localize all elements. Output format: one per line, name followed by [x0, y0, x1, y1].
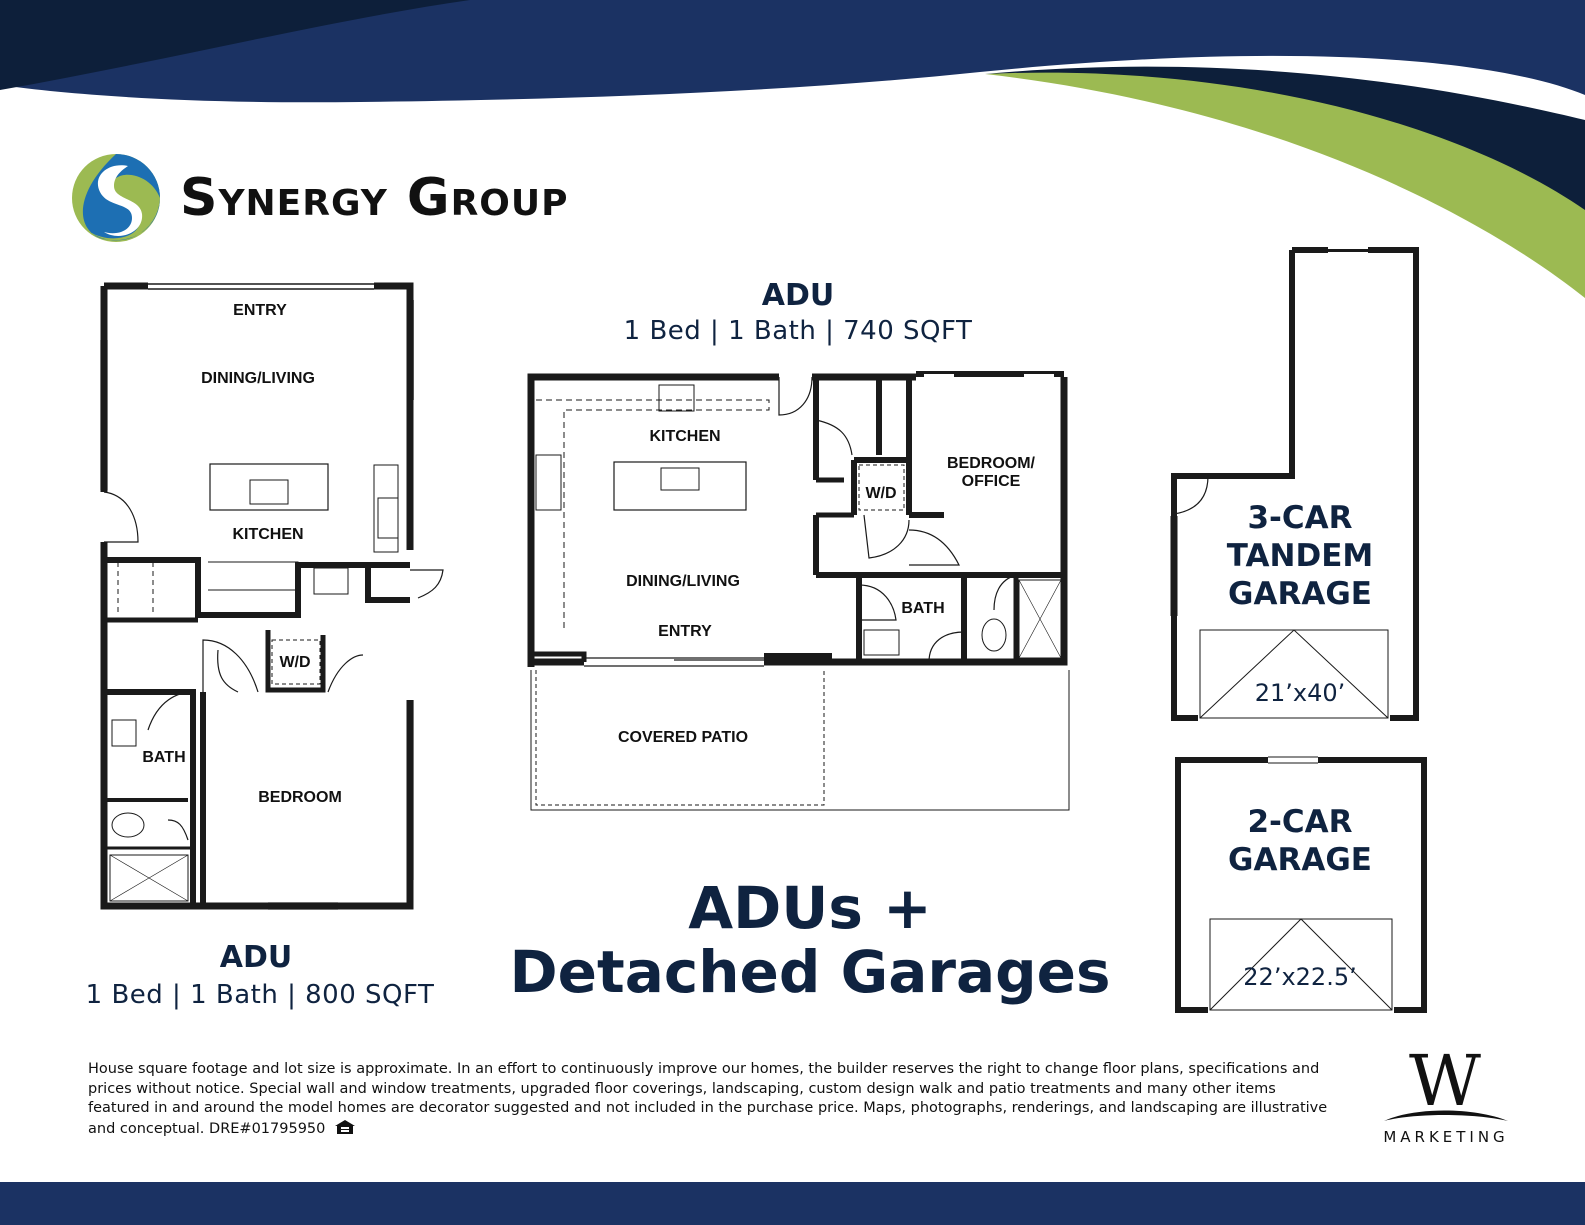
- marketing-logo-swoosh: [1384, 1110, 1508, 1121]
- garage-two-dimensions: 22’x22.5’: [1243, 963, 1357, 991]
- garage-two-line2: GARAGE: [1228, 842, 1372, 878]
- center-room-entry: ENTRY: [658, 623, 712, 640]
- garage-tandem-line3: GARAGE: [1228, 576, 1372, 612]
- left-room-dining-living: DINING/LIVING: [201, 370, 315, 387]
- center-room-wd: W/D: [865, 485, 897, 502]
- equal-housing-icon: [335, 1119, 355, 1134]
- synergy-s-logo-icon: [72, 154, 160, 242]
- center-room-bath: BATH: [901, 600, 945, 617]
- header-wave-graphic: [0, 0, 1585, 298]
- garage-tandem-plan: [1170, 247, 1419, 721]
- center-room-kitchen: KITCHEN: [649, 428, 721, 445]
- left-room-bath: BATH: [142, 749, 186, 766]
- center-plan-title: ADU: [761, 278, 835, 313]
- center-plan-subtitle: 1 Bed | 1 Bath | 740 SQFT: [623, 316, 973, 346]
- garage-two-label: 2-CAR GARAGE: [1200, 803, 1400, 879]
- disclaimer-text: House square footage and lot size is app…: [88, 1060, 1328, 1139]
- footer-bar: [0, 1182, 1585, 1225]
- left-plan-subtitle: 1 Bed | 1 Bath | 800 SQFT: [85, 980, 435, 1010]
- left-room-wd: W/D: [279, 654, 311, 671]
- floorplan-center: [527, 371, 1070, 811]
- floorplan-left: [100, 282, 444, 910]
- garage-tandem-line1: 3-CAR: [1247, 500, 1353, 536]
- center-room-bedroom-office-line1: BEDROOM/: [947, 455, 1035, 472]
- disclaimer-body: House square footage and lot size is app…: [88, 1061, 1328, 1137]
- left-room-bedroom: BEDROOM: [258, 789, 342, 806]
- left-plan-title: ADU: [219, 940, 293, 975]
- headline-line2: Detached Garages: [509, 938, 1111, 1006]
- headline: ADUs + Detached Garages: [500, 876, 1120, 1004]
- garage-two-plan: [1175, 756, 1427, 1013]
- garage-tandem-label: 3-CAR TANDEM GARAGE: [1200, 499, 1400, 613]
- left-room-entry: ENTRY: [233, 302, 287, 319]
- center-room-dining-living: DINING/LIVING: [626, 573, 740, 590]
- garage-tandem-dimensions: 21’x40’: [1254, 679, 1346, 707]
- left-room-kitchen: KITCHEN: [232, 526, 304, 543]
- marketing-logo-letter: W: [1409, 1040, 1481, 1122]
- center-room-bedroom-office-line2: OFFICE: [961, 473, 1021, 490]
- marketing-logo-text: MARKETING: [1383, 1128, 1509, 1146]
- garage-tandem-line2: TANDEM: [1226, 538, 1374, 574]
- headline-line1: ADUs +: [688, 874, 932, 942]
- center-room-covered-patio: COVERED PATIO: [617, 729, 749, 746]
- brand-name: Synergy Group: [180, 168, 569, 228]
- garage-two-line1: 2-CAR: [1247, 804, 1353, 840]
- center-room-bedroom-office: BEDROOM/ OFFICE: [932, 455, 1050, 491]
